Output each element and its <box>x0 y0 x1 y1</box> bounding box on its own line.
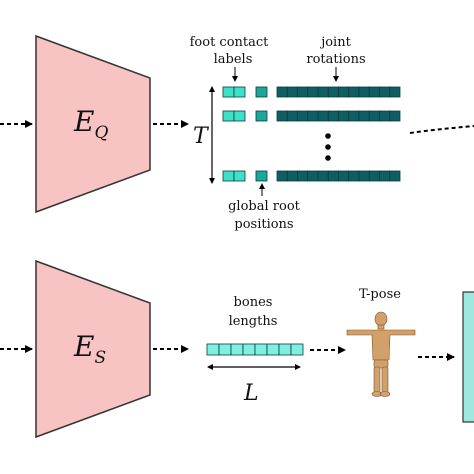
joint-rotation-cell <box>286 110 298 122</box>
bone-length-cell <box>206 343 220 356</box>
joint-rotation-cell <box>358 86 370 98</box>
joint-rotation-cell <box>368 86 380 98</box>
joint-rotation-cell <box>379 86 391 98</box>
encoder-s-block <box>35 259 151 439</box>
joint-rotation-cell <box>327 110 339 122</box>
joint-rotation-cell <box>389 170 401 182</box>
joint-rotation-cell <box>317 110 329 122</box>
joint-rotation-cell <box>379 110 391 122</box>
bone-length-cell <box>278 343 292 356</box>
foot-contact-cell <box>222 170 235 182</box>
foot-contact-cell <box>233 86 246 98</box>
joint-rotation-cell <box>307 110 319 122</box>
length-axis-label: L <box>243 381 259 406</box>
foot-contact-cell <box>233 110 246 122</box>
joint-rotation-cell <box>286 170 298 182</box>
wooden-mannequin-icon <box>346 311 416 397</box>
encoder-q-label: EQ <box>73 105 108 143</box>
joint-rotation-cell <box>368 110 380 122</box>
output-block-partial <box>462 291 474 423</box>
joint-rotation-cell <box>317 170 329 182</box>
joint-rotation-cell <box>276 110 288 122</box>
bone-length-cell <box>218 343 232 356</box>
joint-rotation-cell <box>307 86 319 98</box>
time-axis-label: T <box>193 124 210 149</box>
joint-rotation-cell <box>327 170 339 182</box>
encoder-q-block <box>35 34 151 214</box>
bone-length-cell <box>242 343 256 356</box>
tensor-output-curve <box>409 125 474 134</box>
root-position-cell <box>255 110 268 122</box>
root-position-cell <box>255 86 268 98</box>
foot-contact-cell <box>233 170 246 182</box>
tensor-row <box>222 170 401 182</box>
encoder-s-label: ES <box>73 330 106 368</box>
joint-rotation-cell <box>276 170 288 182</box>
tensor-row <box>222 110 401 122</box>
joint-rotation-cell <box>348 86 360 98</box>
foot-contact-label-line2: labels <box>214 52 253 67</box>
joint-rotation-cell <box>379 170 391 182</box>
global-root-label-line1: global root <box>228 199 301 214</box>
joint-rotation-cell <box>276 86 288 98</box>
vertical-ellipsis-icon <box>325 133 331 161</box>
joint-rotations-label-line1: joint <box>319 35 351 50</box>
bone-length-cell <box>290 343 304 356</box>
motion-tensor-grid <box>222 86 401 182</box>
joint-rotation-cell <box>338 110 350 122</box>
joint-rotation-cell <box>358 170 370 182</box>
joint-rotation-cell <box>307 170 319 182</box>
joint-rotation-cell <box>297 170 309 182</box>
joint-rotation-cell <box>297 110 309 122</box>
joint-rotation-cell <box>327 86 339 98</box>
bone-length-cell <box>266 343 280 356</box>
joint-rotation-cell <box>317 86 329 98</box>
tensor-row <box>222 86 401 98</box>
joint-rotation-cell <box>338 170 350 182</box>
global-root-label-line2: positions <box>234 217 293 232</box>
bone-length-cell <box>254 343 268 356</box>
joint-rotation-cell <box>348 110 360 122</box>
bones-lengths-label-line1: bones <box>234 295 273 310</box>
joint-rotation-cell <box>297 86 309 98</box>
foot-contact-cell <box>222 110 235 122</box>
joint-rotation-cell <box>389 110 401 122</box>
bone-length-cell <box>230 343 244 356</box>
root-position-cell <box>255 170 268 182</box>
joint-rotations-label-line2: rotations <box>306 52 365 67</box>
tpose-label: T-pose <box>359 287 401 302</box>
joint-rotation-cell <box>338 86 350 98</box>
bone-lengths-vector <box>206 343 304 356</box>
joint-rotation-cell <box>389 86 401 98</box>
bones-lengths-label-line2: lengths <box>229 314 278 329</box>
joint-rotation-cell <box>368 170 380 182</box>
joint-rotation-cell <box>358 110 370 122</box>
joint-rotation-cell <box>348 170 360 182</box>
joint-rotation-cell <box>286 86 298 98</box>
foot-contact-cell <box>222 86 235 98</box>
foot-contact-label-line1: foot contact <box>190 35 270 50</box>
